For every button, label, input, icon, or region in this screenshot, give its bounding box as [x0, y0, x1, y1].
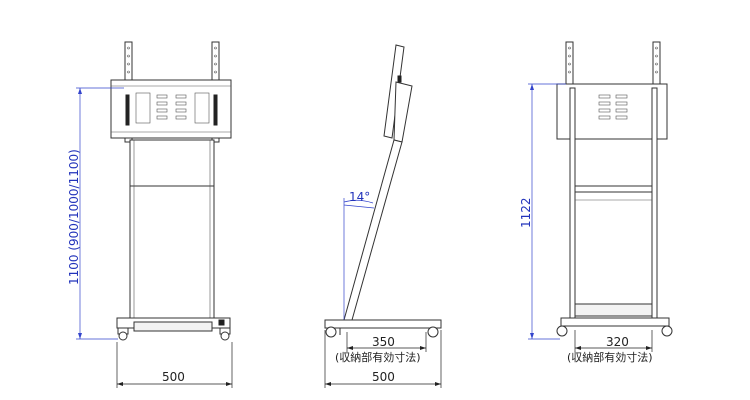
back-view: 1122 320 (収納部有効寸法)	[519, 41, 673, 364]
side-effective-label: 350	[372, 335, 395, 349]
side-effective-dimension: 350 (収納部有効寸法)	[335, 332, 427, 364]
plate-slots	[135, 92, 210, 124]
back-crossbar	[574, 185, 653, 193]
column-upper	[129, 139, 215, 187]
side-casters	[325, 326, 439, 338]
front-height-dimension: 1100 (900/1000/1100)	[67, 87, 124, 340]
back-effective-note: (収納部有効寸法)	[567, 350, 653, 364]
front-width-dimension: 500	[116, 342, 233, 388]
vesa-holes-front	[127, 46, 217, 74]
side-column	[343, 139, 403, 321]
side-view: 14° 350 (収納部有効寸法) 500	[324, 44, 442, 388]
back-effective-label: 320	[606, 335, 629, 349]
vesa-holes-back	[568, 46, 658, 74]
back-height-label: 1122	[519, 197, 533, 228]
side-width-label: 500	[372, 370, 395, 384]
back-casters	[556, 325, 673, 337]
bracket-plate	[110, 79, 232, 139]
front-view: 1100 (900/1000/1100) 500	[67, 41, 233, 388]
front-height-label: 1100 (900/1000/1100)	[67, 149, 81, 285]
back-base	[560, 317, 670, 327]
front-width-label: 500	[162, 370, 185, 384]
back-plate-slots	[598, 94, 628, 120]
side-bracket	[393, 81, 413, 143]
side-angle-label: 14°	[349, 190, 370, 204]
side-plate	[383, 44, 405, 139]
side-effective-note: (収納部有効寸法)	[335, 350, 421, 364]
side-base	[324, 319, 442, 329]
side-width-dimension: 500	[324, 330, 442, 388]
side-angle-dimension: 14°	[343, 190, 375, 320]
column-lower	[129, 185, 215, 319]
back-effective-dimension: 320 (収納部有効寸法)	[567, 330, 653, 364]
back-shelf	[574, 303, 653, 317]
front-casters	[117, 327, 231, 341]
back-height-dimension: 1122	[519, 83, 566, 340]
back-post-left	[569, 87, 576, 321]
back-post-right	[651, 87, 658, 321]
front-shelf	[133, 321, 213, 332]
